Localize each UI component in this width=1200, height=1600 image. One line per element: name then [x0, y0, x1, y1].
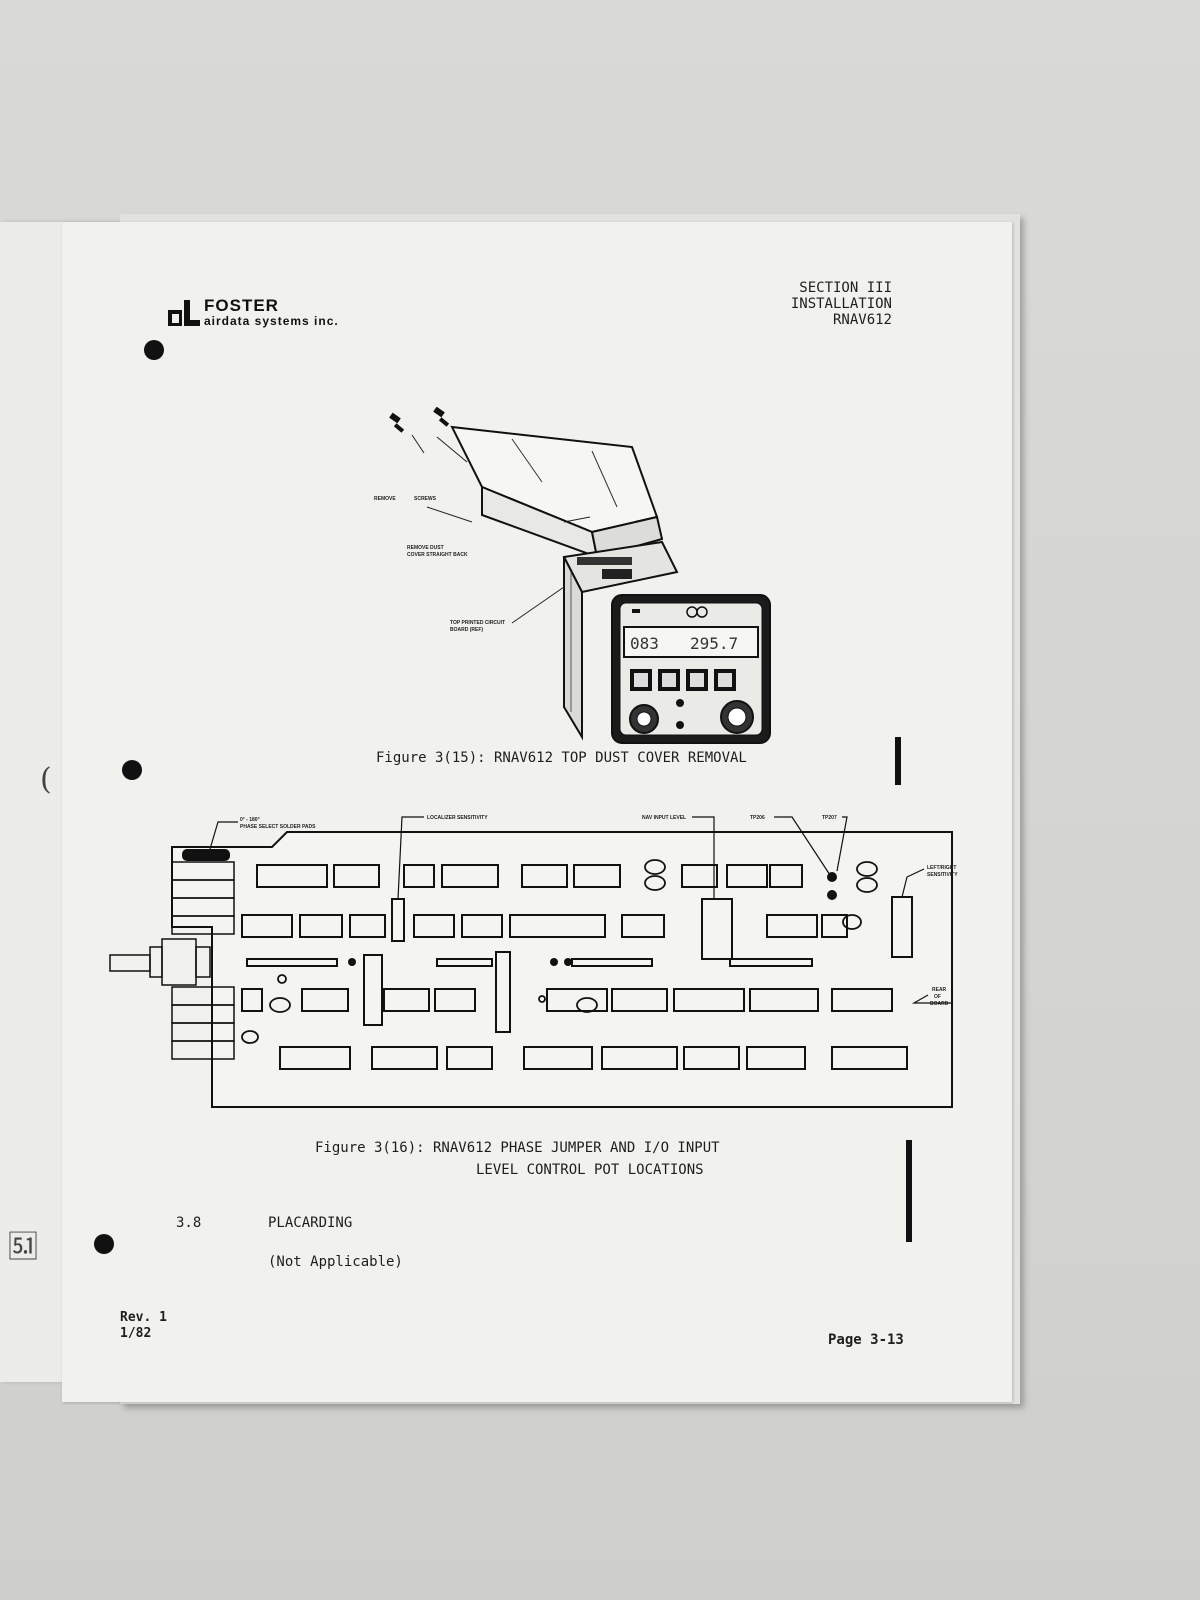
label-dust-cover-2: COVER STRAIGHT BACK: [407, 552, 468, 558]
ic-row-4: [279, 1046, 908, 1070]
display-left-readout: 083: [630, 634, 659, 653]
label-nav-input: NAV INPUT LEVEL: [642, 815, 686, 821]
section-number: SECTION III: [799, 280, 892, 296]
ic-row-1: [256, 864, 803, 888]
revision-date: 1/82: [120, 1326, 152, 1341]
company-logo: FOSTER airdata systems inc.: [168, 296, 428, 332]
label-tp207: TP207: [822, 815, 837, 821]
section-header: SECTION III INSTALLATION RNAV612: [791, 280, 892, 328]
label-tp206: TP206: [750, 815, 765, 821]
label-left-right-2: SENSITIVITY: [927, 872, 958, 878]
label-screws: SCREWS: [414, 496, 437, 502]
label-left-right-1: LEFT/RIGHT: [927, 865, 956, 871]
figure-3-16-drawing: 0° - 180° PHASE SELECT SOLDER PADS LOCAL…: [109, 815, 958, 1108]
label-pcb-1: TOP PRINTED CIRCUIT: [450, 620, 505, 626]
ic-row-3: [241, 988, 893, 1012]
section-title: INSTALLATION: [790, 296, 892, 312]
placarding-heading: PLACARDING: [268, 1215, 353, 1231]
company-name: FOSTER: [204, 296, 279, 315]
label-remove: REMOVE: [374, 496, 396, 502]
label-rear-2: OF: [934, 994, 941, 1000]
trimpot-localizer: [391, 898, 405, 942]
screw-icon: [389, 407, 450, 433]
figure-3-16-caption-line-2: LEVEL CONTROL POT LOCATIONS: [476, 1162, 704, 1178]
logo-mark-icon: [168, 300, 200, 326]
trimpot-nav-input: [701, 898, 733, 960]
document-page: FOSTER airdata systems inc. SECTION III …: [62, 222, 1012, 1402]
figure-3-15-caption: Figure 3(15): RNAV612 TOP DUST COVER REM…: [376, 750, 747, 766]
edge-connector: [171, 861, 235, 1060]
binder-curl-bottom: 🆠: [8, 1230, 38, 1265]
ic-row-2: [241, 914, 848, 938]
label-phase-1: 0° - 180°: [240, 817, 260, 823]
model-number: RNAV612: [832, 312, 892, 328]
label-rear-1: REAR: [932, 987, 947, 993]
page-number: Page 3-13: [828, 1332, 904, 1348]
label-dust-cover-1: REMOVE DUST: [407, 545, 444, 551]
label-phase-2: PHASE SELECT SOLDER PADS: [240, 824, 316, 830]
binder-curl-middle: (: [40, 762, 52, 797]
label-localizer: LOCALIZER SENSITIVITY: [427, 815, 488, 821]
trimpot-left-right: [891, 896, 913, 958]
figure-3-16-caption-line-1: Figure 3(16): RNAV612 PHASE JUMPER AND I…: [315, 1140, 720, 1156]
punch-hole-middle: [122, 760, 142, 780]
label-rear-3: BOARD: [930, 1001, 949, 1007]
display-right-readout: 295.7: [690, 634, 738, 653]
company-subtitle: airdata systems inc.: [204, 314, 339, 328]
revision-bar-2: [906, 1140, 912, 1242]
revision-bar-1: [895, 737, 901, 785]
section-number-3-8: 3.8: [176, 1215, 202, 1231]
revision-label: Rev. 1: [120, 1310, 167, 1325]
placarding-body: (Not Applicable): [268, 1254, 403, 1270]
punch-hole-top: [144, 340, 164, 360]
phase-select-solder-pads: [182, 849, 230, 861]
label-pcb-2: BOARD (REF): [450, 627, 483, 633]
figure-3-15-drawing: 083 295.7 REMOVE SCREWS REMOVE DUST COVE…: [374, 407, 771, 744]
punch-hole-bottom: [94, 1234, 114, 1254]
